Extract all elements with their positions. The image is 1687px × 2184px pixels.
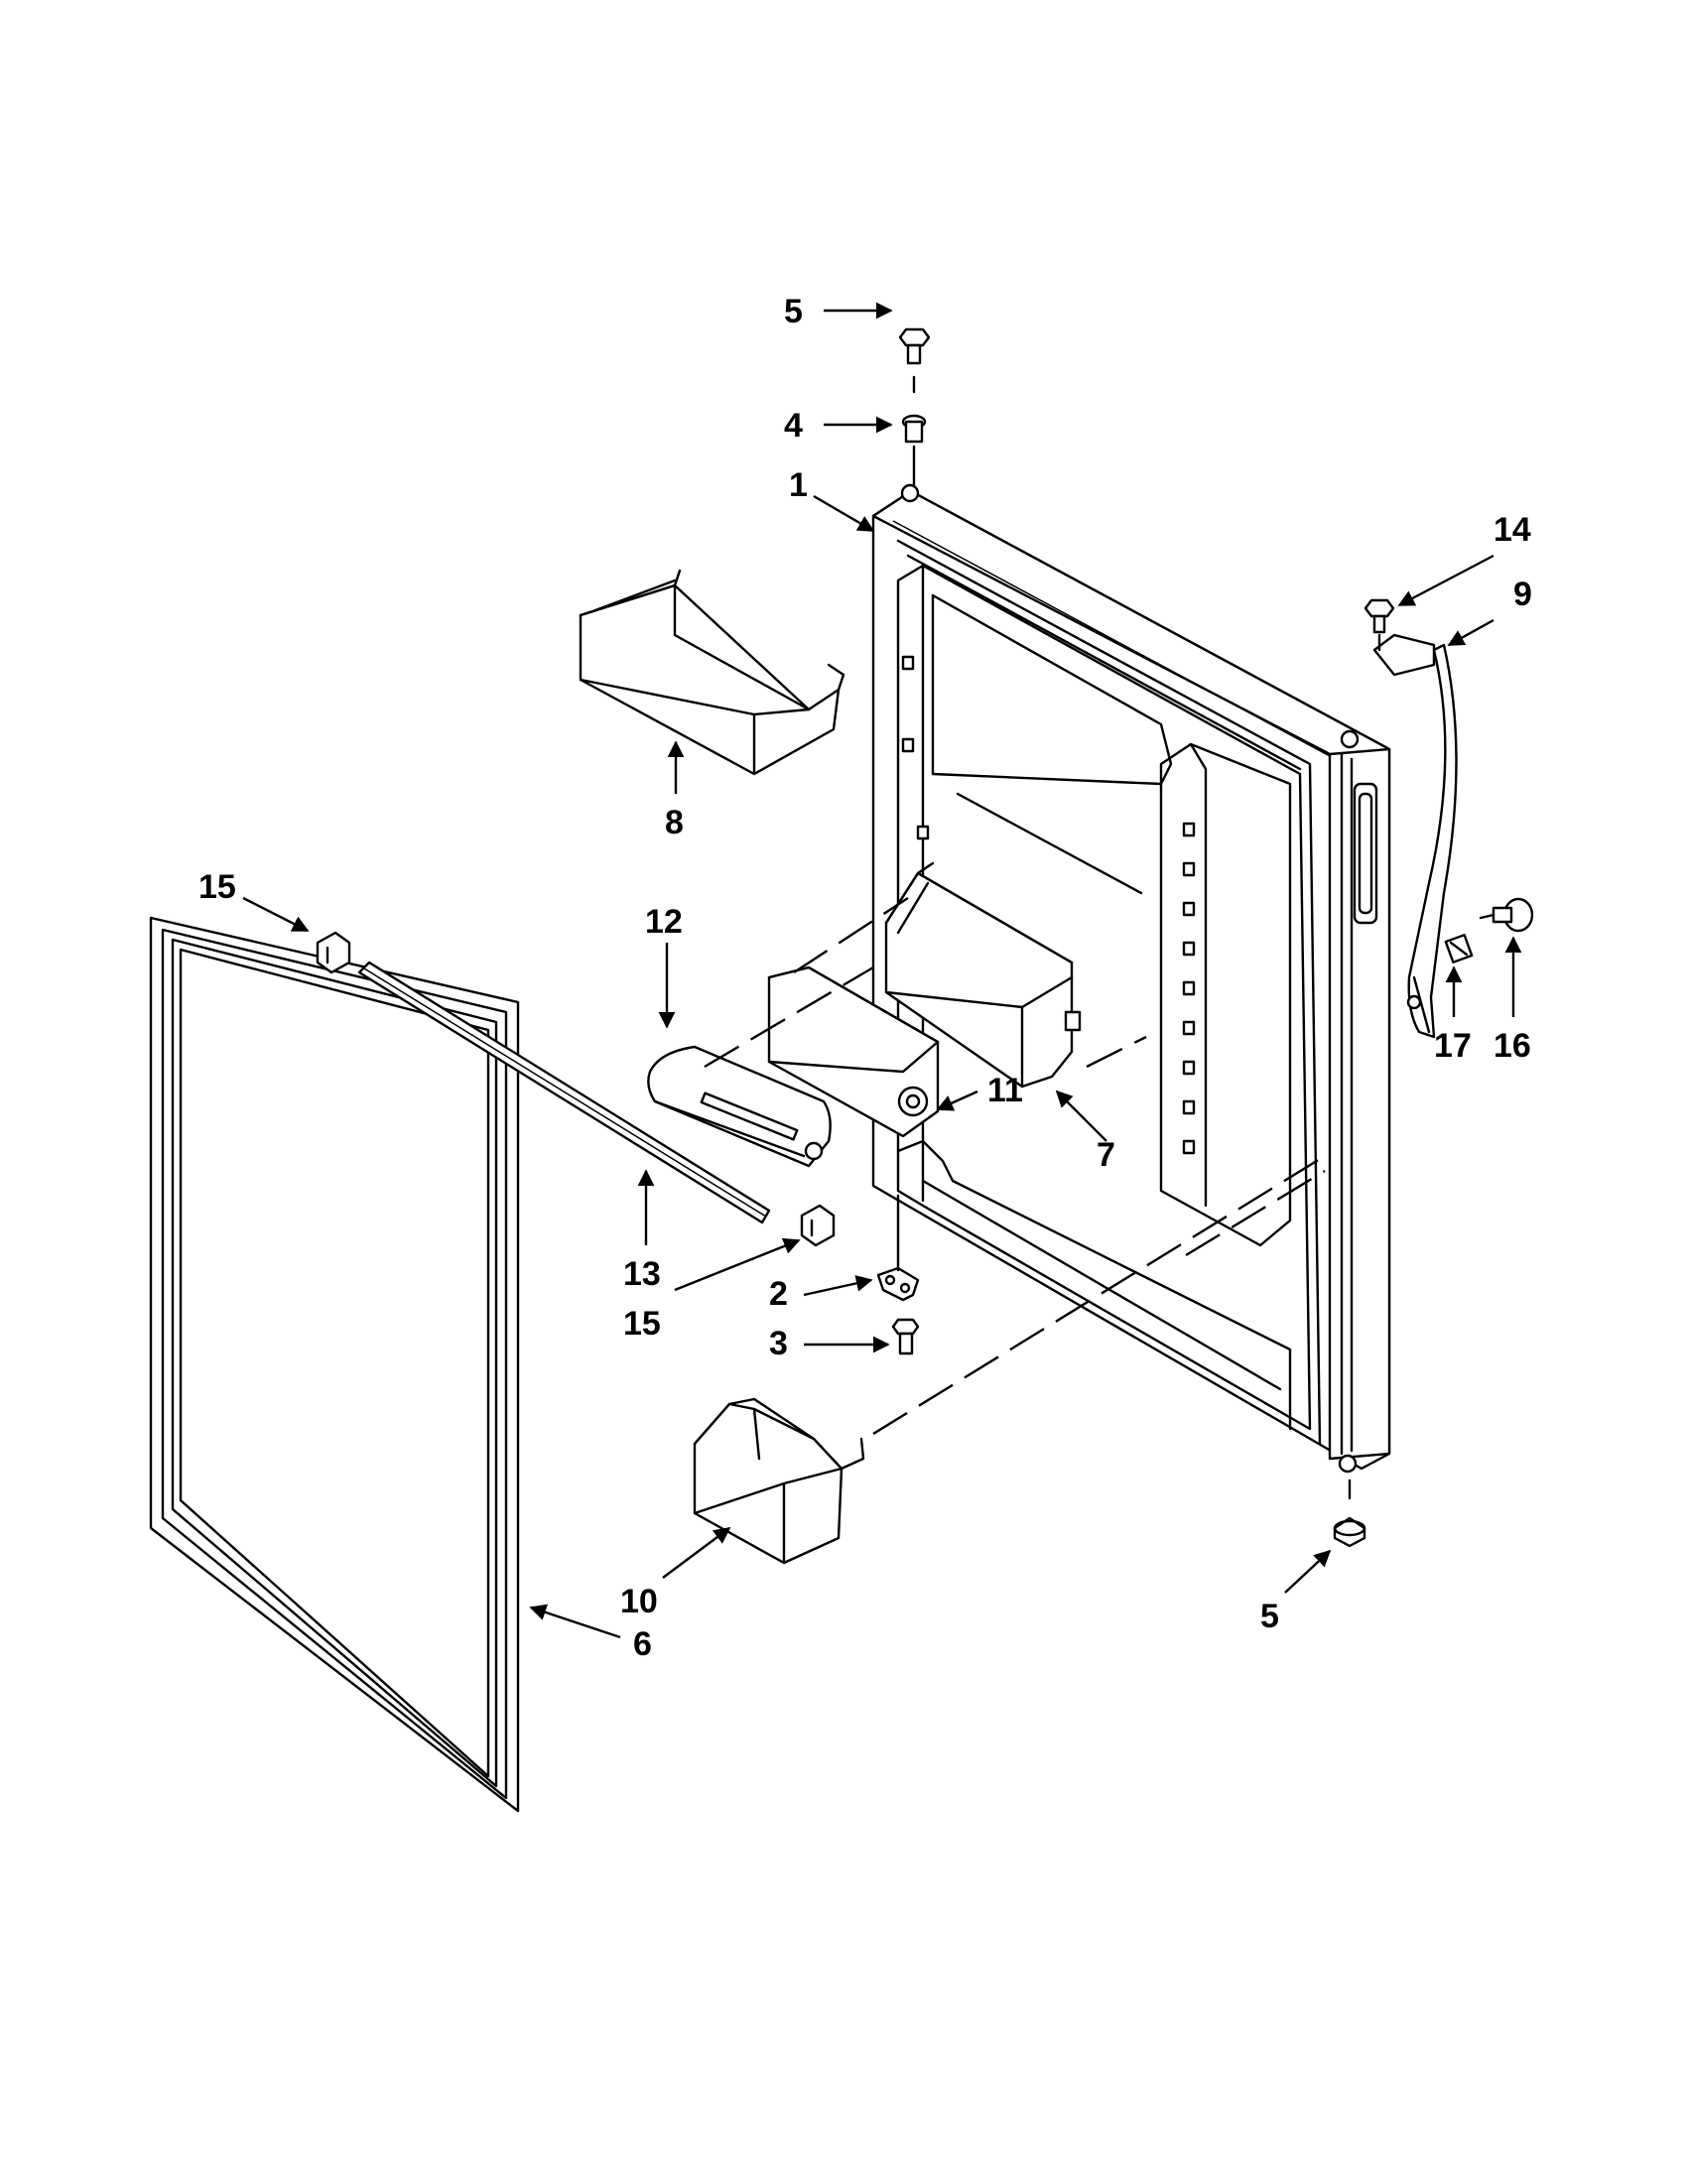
callout-8: 8 <box>665 804 684 841</box>
callout-9: 9 <box>1513 576 1532 613</box>
handle-spacer-part <box>1444 934 1474 964</box>
callout-6: 6 <box>633 1625 652 1663</box>
door-bin-upper-part <box>579 569 845 776</box>
rail-end-cap-bottom-part <box>800 1204 836 1247</box>
handle-stud-part <box>1479 897 1534 933</box>
callout-5-top: 5 <box>784 293 803 330</box>
callout-17: 17 <box>1434 1027 1472 1065</box>
assembly-lines <box>704 445 1381 1436</box>
bin-cover-part <box>647 1045 832 1168</box>
callout-11: 11 <box>987 1072 1023 1109</box>
callout-12: 12 <box>645 903 683 941</box>
callout-15-top: 15 <box>198 868 236 906</box>
door-stop-screw-bottom-part <box>1333 1478 1366 1548</box>
door-bin-lower-part <box>693 1397 865 1565</box>
callout-3: 3 <box>769 1325 788 1362</box>
callout-labels: 5 4 1 14 9 8 15 12 17 16 11 7 13 15 2 3 … <box>198 293 1532 1663</box>
hinge-screw-top-part <box>898 327 931 394</box>
shelf-rail-part <box>357 961 771 1224</box>
callout-5-bottom: 5 <box>1260 1598 1279 1635</box>
callout-14: 14 <box>1493 511 1531 549</box>
door-gasket-part <box>149 916 520 1813</box>
shelf-nubs-right <box>1182 822 1196 1155</box>
hinge-screw-bottom-part <box>891 1318 920 1355</box>
door-liner-part <box>871 483 1391 1474</box>
callout-arrows <box>242 302 1522 1639</box>
callout-1: 1 <box>789 466 808 504</box>
callout-13: 13 <box>623 1255 661 1293</box>
door-handle-part <box>1372 633 1458 1039</box>
callout-4: 4 <box>784 407 803 445</box>
rail-end-cap-top-part <box>316 931 351 974</box>
hinge-bushing-part <box>901 414 927 444</box>
callout-15-bottom: 15 <box>623 1305 661 1343</box>
callout-16: 16 <box>1493 1027 1531 1065</box>
bottom-hinge-plate-part <box>876 1266 920 1302</box>
door-bin-middle-part <box>884 861 1082 1089</box>
pivot-bin-part <box>767 965 940 1138</box>
callout-10: 10 <box>620 1583 658 1620</box>
callout-2: 2 <box>769 1275 788 1313</box>
callout-7: 7 <box>1097 1136 1115 1174</box>
handle-screw-part <box>1363 598 1395 634</box>
